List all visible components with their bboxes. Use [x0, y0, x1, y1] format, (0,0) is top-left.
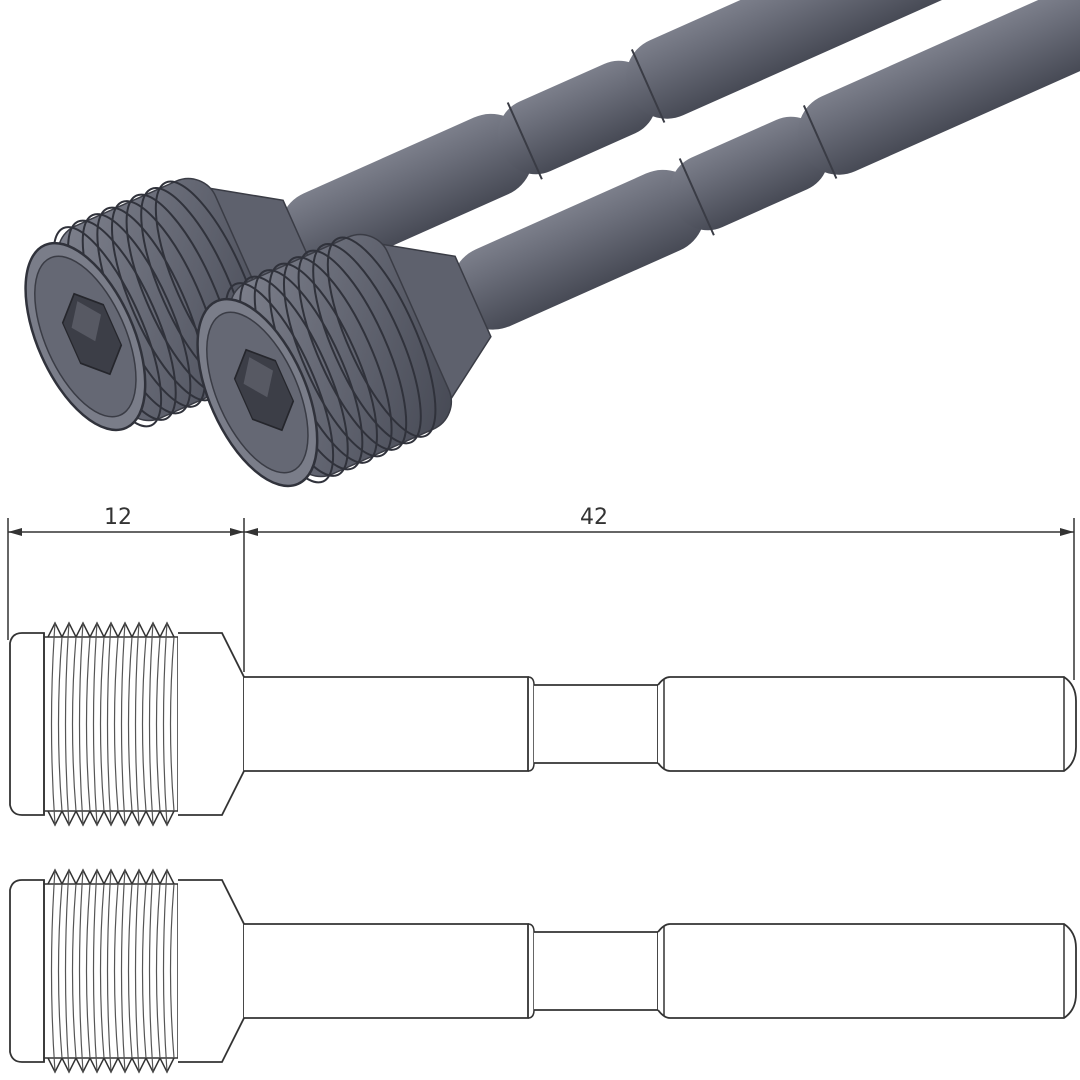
bolt-render-back	[0, 0, 1039, 456]
hex-socket-icon	[233, 348, 295, 432]
bolt-side-view-top	[9, 622, 1077, 826]
dimension-lines	[7, 518, 1075, 680]
bolt-side-view-bottom	[9, 869, 1077, 1073]
hex-socket-icon	[61, 292, 123, 376]
dimension-label-shaft: 42	[580, 505, 608, 530]
dimension-label-head: 12	[104, 505, 132, 530]
